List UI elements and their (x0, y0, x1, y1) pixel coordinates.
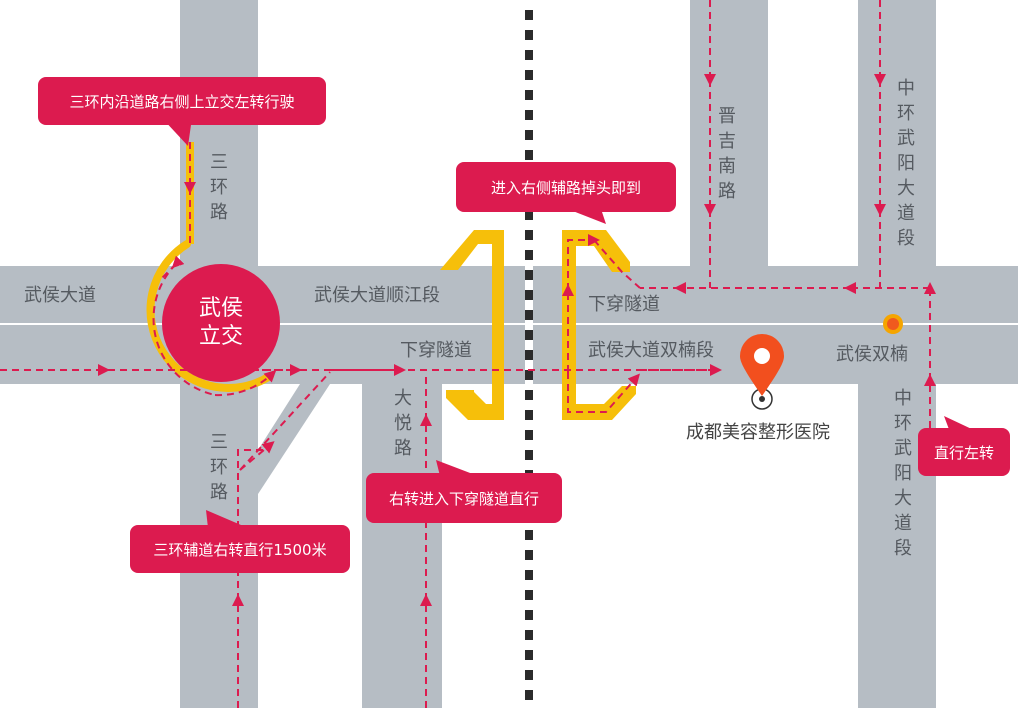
metro-station-dot-icon (883, 314, 903, 334)
road-zhonghuan (858, 0, 936, 708)
red-routes (0, 0, 936, 708)
road-label-third-ring-north: 三环路 (210, 152, 228, 223)
road-dayue (362, 384, 442, 708)
yellow-ramps (440, 230, 636, 420)
road-label-third-ring-south: 三环路 (210, 432, 228, 503)
road-label-wuhou-shuangnan: 武侯大道双楠段 (588, 340, 714, 361)
destination-label: 成都美容整形医院 (686, 422, 830, 443)
road-label-tunnel-left: 下穿隧道 (400, 340, 472, 361)
road-label-tunnel-right: 下穿隧道 (588, 294, 660, 315)
interchange-badge: 武侯立交 (162, 264, 280, 382)
road-jinji-south (690, 0, 768, 266)
ramp-left (440, 230, 504, 420)
callout-ring-inner: 三环内沿道路右侧上立交左转行驶 (38, 77, 326, 125)
callout-ring-aux: 三环辅道右转直行1500米 (130, 525, 350, 573)
interchange-label: 武侯立交 (198, 296, 243, 349)
callout-tunnel-straight: 右转进入下穿隧道直行 (366, 473, 562, 523)
callout-straight-left: 直行左转 (918, 428, 1010, 476)
road-label-zhonghuan-north: 中环武阳大道段 (897, 78, 915, 249)
yellow-loop (146, 240, 274, 392)
road-label-shuangnan: 武侯双楠 (836, 344, 908, 365)
road-ring-ramp (258, 384, 330, 494)
road-label-jinji-south: 晋吉南路 (718, 106, 736, 202)
road-label-wuhou-shunjiang: 武侯大道顺江段 (314, 285, 440, 306)
road-label-zhonghuan-south: 中环武阳大道段 (894, 388, 912, 559)
ramp-right (562, 230, 636, 420)
road-label-wuhou-avenue: 武侯大道 (24, 285, 96, 306)
road-label-dayue: 大悦路 (394, 388, 412, 459)
callout-aux-uturn: 进入右侧辅路掉头即到 (456, 162, 676, 212)
map-pin-icon (740, 334, 784, 410)
